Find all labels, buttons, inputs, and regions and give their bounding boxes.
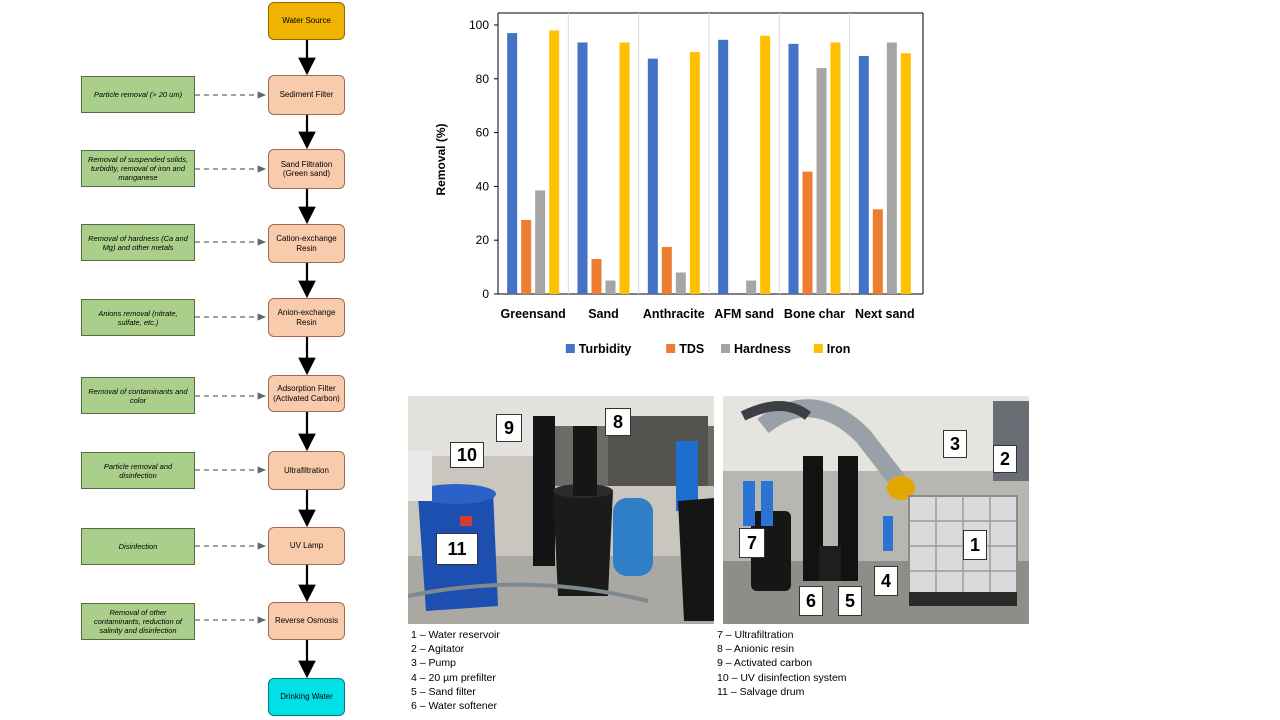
bar-turbidity: [788, 43, 799, 294]
legend-item: 4 – 20 µm prefilter: [411, 671, 496, 684]
callout-7: 7: [739, 528, 765, 558]
y-tick-label: 0: [482, 287, 489, 301]
legend-item: 9 – Activated carbon: [717, 657, 813, 670]
treatment-flow-diagram: Water Source Sediment Filter Sand Filtra…: [0, 0, 400, 720]
photo-left-illustration: [408, 396, 714, 624]
x-tick-label: AFM sand: [714, 307, 774, 321]
bar-hardness: [886, 42, 897, 294]
legend-swatch: [666, 344, 676, 353]
bar-iron: [619, 42, 630, 294]
callout-8: 8: [605, 408, 631, 436]
callout-6: 6: [799, 586, 823, 616]
photo-right-illustration: [723, 396, 1029, 624]
legend-item: 11 – Salvage drum: [717, 685, 805, 698]
bar-turbidity: [858, 55, 869, 295]
drinking-water-node: Drinking Water: [268, 678, 345, 716]
callout-3: 3: [943, 430, 967, 458]
legend-item: 1 – Water reservoir: [411, 629, 500, 641]
legend-label: Hardness: [734, 342, 791, 356]
photo-right: 3 2 7 1 6 5 4: [723, 396, 1029, 624]
callout-2: 2: [993, 445, 1017, 473]
photo-legend-right: 7 – Ultrafiltration 8 – Anionic resin 9 …: [717, 628, 847, 699]
bar-turbidity: [718, 39, 729, 294]
legend-item: 7 – Ultrafiltration: [717, 629, 794, 641]
bar-turbidity: [647, 58, 658, 294]
legend-item: 8 – Anionic resin: [717, 643, 795, 656]
note-reverse-osmosis: Removal of other contaminants, reduction…: [81, 603, 195, 640]
step-reverse-osmosis: Reverse Osmosis: [268, 602, 345, 640]
note-sediment-filter: Particle removal (> 20 um): [81, 76, 195, 113]
legend-item: 10 – UV disinfection system: [717, 671, 847, 684]
legend-item: 3 – Pump: [411, 657, 456, 670]
bar-iron: [689, 51, 700, 295]
callout-5: 5: [838, 586, 862, 616]
bar-turbidity: [507, 33, 518, 294]
legend-label: Turbidity: [579, 342, 632, 356]
bar-hardness: [746, 280, 757, 294]
bar-hardness: [816, 68, 827, 294]
legend-label: TDS: [679, 342, 704, 356]
x-tick-label: Anthracite: [643, 307, 705, 321]
callout-1: 1: [963, 530, 987, 560]
step-adsorption-filter: Adsorption Filter (Activated Carbon): [268, 375, 345, 412]
bar-iron: [760, 35, 771, 294]
legend-item: 2 – Agitator: [411, 643, 465, 656]
legend-swatch: [565, 344, 575, 353]
note-cation-exchange: Removal of hardness (Ca and Mg) and othe…: [81, 224, 195, 261]
bar-tds: [521, 220, 532, 294]
flow-connectors: [195, 40, 316, 679]
legend-item: 5 – Sand filter: [411, 685, 476, 698]
bar-hardness: [535, 190, 546, 294]
legend-swatch: [721, 344, 730, 353]
bar-tds: [872, 209, 883, 294]
legend-item: 6 – Water softener: [411, 700, 497, 713]
bar-hardness: [605, 280, 616, 294]
step-anion-exchange: Anion-exchange Resin: [268, 298, 345, 337]
y-tick-label: 60: [476, 126, 490, 140]
bar-turbidity: [577, 42, 588, 294]
legend-swatch: [813, 344, 823, 353]
water-source-node: Water Source: [268, 2, 345, 40]
step-sand-filtration: Sand Filtration (Green sand): [268, 149, 345, 189]
bar-tds: [802, 171, 813, 294]
step-sediment-filter: Sediment Filter: [268, 75, 345, 115]
bar-tds: [661, 246, 672, 294]
bar-iron: [549, 30, 560, 294]
x-tick-label: Sand: [588, 307, 619, 321]
note-sand-filtration: Removal of suspended solids, turbidity, …: [81, 150, 195, 187]
x-tick-label: Bone char: [784, 307, 845, 321]
photo-left: 9 8 10 11: [408, 396, 714, 624]
photo-legend-left: 1 – Water reservoir 2 – Agitator 3 – Pum…: [411, 628, 500, 713]
note-adsorption-filter: Removal of contaminants and color: [81, 377, 195, 414]
note-anion-exchange: Anions removal (nitrate, sulfate, etc.): [81, 299, 195, 336]
bar-iron: [900, 53, 911, 295]
x-tick-label: Next sand: [855, 307, 915, 321]
y-axis-label: Removal (%): [434, 123, 448, 195]
step-ultrafiltration: Ultrafiltration: [268, 451, 345, 490]
bar-hardness: [675, 272, 686, 294]
legend-label: Iron: [827, 342, 851, 356]
callout-4: 4: [874, 566, 898, 596]
step-cation-exchange: Cation-exchange Resin: [268, 224, 345, 263]
x-tick-label: Greensand: [501, 307, 566, 321]
bar-tds: [591, 259, 602, 294]
y-tick-label: 40: [476, 179, 490, 193]
callout-11: 11: [436, 533, 478, 565]
note-ultrafiltration: Particle removal and disinfection: [81, 452, 195, 489]
step-uv-lamp: UV Lamp: [268, 527, 345, 565]
callout-9: 9: [496, 414, 522, 442]
y-tick-label: 20: [476, 233, 490, 247]
note-uv-lamp: Disinfection: [81, 528, 195, 565]
y-tick-label: 80: [476, 72, 490, 86]
y-tick-label: 100: [469, 18, 489, 32]
bar-iron: [830, 42, 841, 294]
callout-10: 10: [450, 442, 484, 468]
